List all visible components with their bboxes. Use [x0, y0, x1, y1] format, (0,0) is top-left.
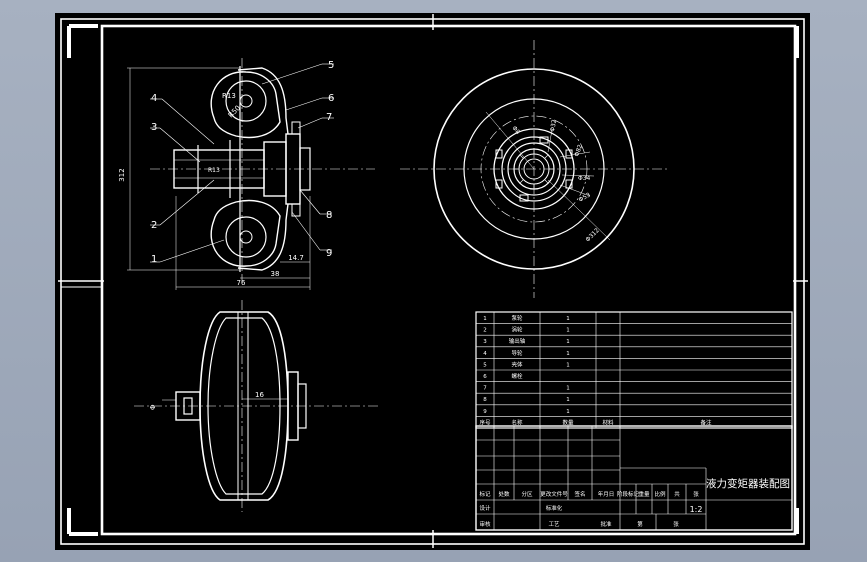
title-block-label: 比例 [654, 490, 666, 498]
sheet-marks [58, 14, 808, 548]
dim-height: 312 [118, 168, 126, 181]
parts-list-name-cell: 涡轮 [511, 326, 523, 334]
title-block-label: 签名 [574, 490, 585, 498]
parts-list-qty-cell: 1 [566, 339, 570, 345]
balloon-1: 1 [151, 254, 157, 265]
title-block-label: 阶段标记 [617, 490, 640, 498]
parts-list-header-material: 材料 [602, 418, 614, 426]
dim-76: 76 [237, 279, 246, 287]
bottom-view: 16 Φ [134, 300, 380, 512]
parts-list-qty-cell: 1 [566, 362, 570, 368]
section-view: 312 76 38 14.7 R13 R50 R13 5 6 4 7 3 8 [118, 58, 375, 290]
end-view: Φ8 Φ32 Φ82 Φ34 Φ53 Φ312 [400, 40, 668, 298]
inner-border [100, 24, 797, 536]
parts-list-no-cell: 8 [483, 397, 487, 403]
parts-list-qty-cell: 1 [566, 386, 570, 392]
title-block-label: 重量 [638, 490, 650, 498]
title-block-label: 设计 [479, 504, 491, 512]
dim-phi82: Φ82 [573, 144, 584, 158]
drawing-sheet [55, 13, 810, 550]
parts-list-header-note: 备注 [700, 418, 712, 426]
parts-list-name-cell: 输出轴 [509, 337, 526, 345]
balloon-5: 5 [328, 60, 334, 71]
title-block-label: 分区 [521, 490, 533, 498]
balloon-8: 8 [326, 210, 332, 221]
balloon-7: 7 [326, 112, 332, 123]
parts-list-no-cell: 6 [483, 374, 487, 380]
balloon-2: 2 [151, 220, 157, 231]
dim-phi8: Φ8 [510, 125, 521, 136]
parts-list-qty-cell: 1 [566, 328, 570, 334]
parts-list-no-cell: 5 [483, 362, 487, 368]
parts-list-header-name: 名称 [511, 418, 523, 426]
title-block-label: 张 [693, 490, 699, 498]
title-block-label: 标准化 [546, 504, 563, 512]
balloon-4: 4 [151, 93, 157, 104]
dim-r13: R13 [222, 92, 236, 100]
title-block-scale: 1:2 [690, 505, 703, 514]
parts-list-no-cell: 2 [483, 328, 487, 334]
dim-16: 16 [255, 391, 264, 399]
parts-list-no-cell: 4 [483, 351, 487, 357]
parts-list-no-cell: 1 [483, 316, 487, 322]
parts-list-name-cell: 壳体 [511, 360, 523, 368]
title-block-labels: 标记处数分区更改文件号签名年月日设计标准化审核工艺批准阶段标记重量比例共张第张 [479, 490, 699, 528]
title-block-label: 工艺 [548, 521, 560, 528]
dim-phi32: Φ32 [549, 119, 558, 133]
parts-list-qty-cell: 1 [566, 351, 570, 357]
title-block-label: 第 [637, 520, 643, 528]
parts-list-no-cell: 7 [483, 386, 487, 392]
parts-list-header-qty: 数量 [562, 418, 574, 426]
parts-list-header-no: 序号 [479, 418, 491, 426]
dim-14-7: 14.7 [288, 254, 304, 262]
parts-list-qty-cell: 1 [566, 409, 570, 415]
title-block-label: 处数 [498, 490, 510, 498]
dim-38: 38 [271, 270, 280, 278]
parts-list-name-cell: 泵轮 [511, 314, 523, 322]
balloon-6: 6 [328, 93, 334, 104]
title-block-label: 张 [673, 520, 679, 528]
title-block-label: 共 [674, 490, 680, 498]
parts-list-qty-cell: 1 [566, 397, 570, 403]
parts-list-qty-cell: 1 [566, 316, 570, 322]
title-block: 液力变矩器装配图 1:2 标记处数 分区更改文件号签名 年月日设计 标准化审核 工艺 批准… [475, 425, 793, 531]
title-block-label: 年月日 [598, 490, 615, 498]
dim-phi34: Φ34 [578, 175, 591, 182]
parts-list-name-cell: 螺栓 [511, 372, 523, 380]
title-block-name: 液力变矩器装配图 [706, 477, 790, 490]
title-block-label: 批准 [600, 520, 612, 528]
title-block-label: 更改文件号 [540, 490, 568, 498]
balloon-3: 3 [151, 122, 157, 133]
title-block-label: 审核 [479, 520, 491, 528]
title-block-label: 标记 [479, 490, 491, 498]
parts-list-no-cell: 9 [483, 409, 487, 415]
bolt-holes [495, 136, 573, 202]
dim-phi-bottom: Φ [149, 404, 157, 410]
balloon-9: 9 [326, 248, 332, 259]
parts-list: 1 泵轮 1 2 涡轮 1 3 输出轴 1 4 导轮 1 5 壳体 1 6 螺栓 7 1 8 1 9 1 序号 名称 数量 材料 备注 [475, 311, 793, 429]
parts-list-name-cell: 导轮 [511, 349, 523, 357]
dim-r13-lower: R13 [208, 167, 220, 174]
parts-list-no-cell: 3 [483, 339, 487, 345]
